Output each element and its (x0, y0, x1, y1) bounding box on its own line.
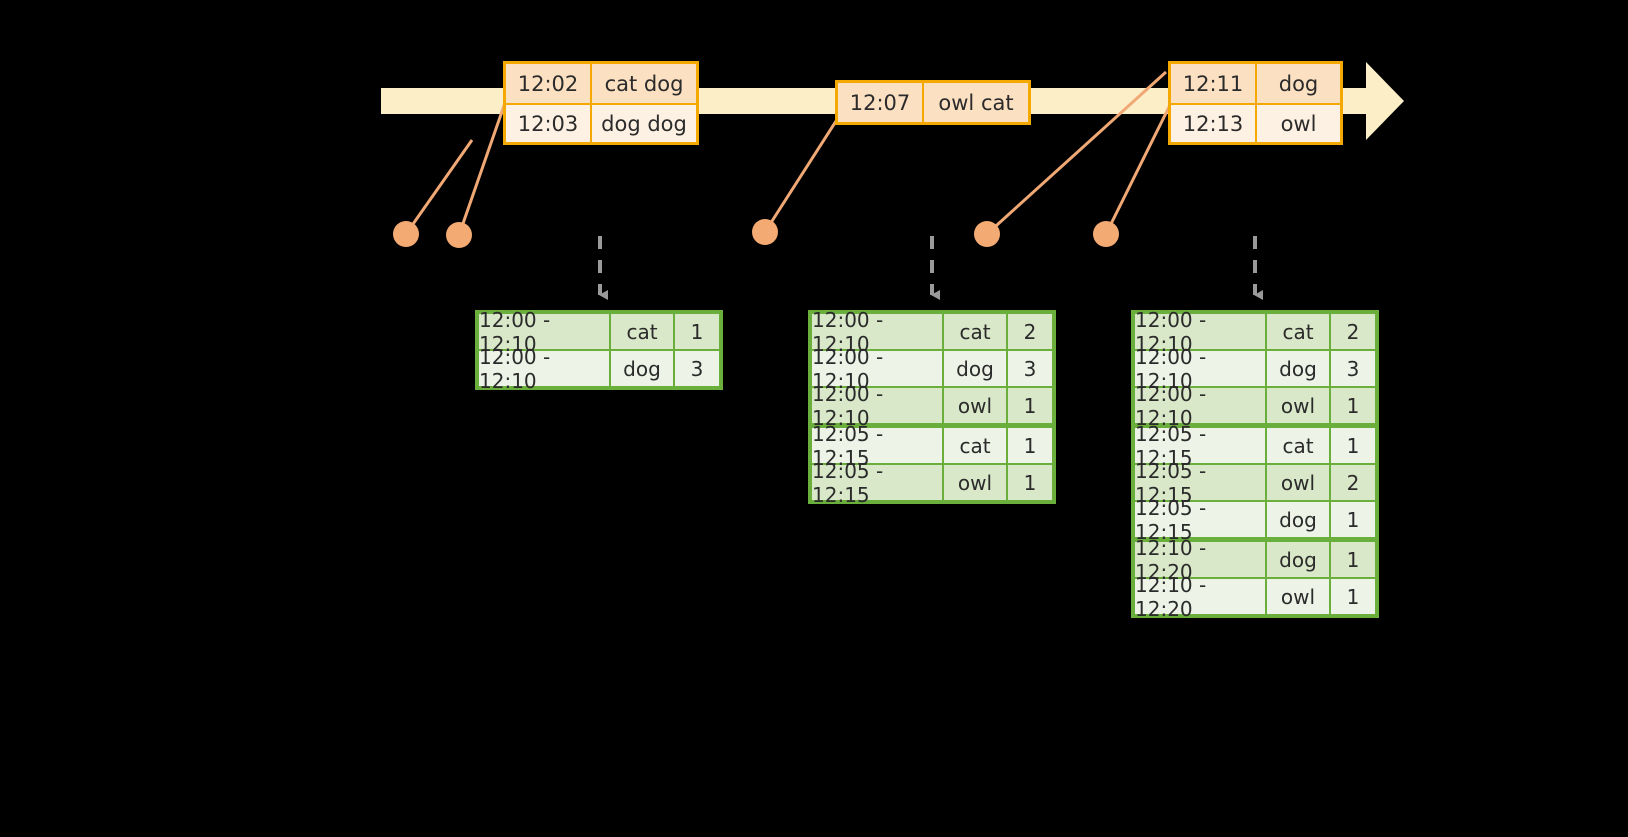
event-words: owl cat (924, 83, 1028, 122)
table-cell-window: 12:00 - 12:10 (1135, 382, 1265, 430)
table-cell-key: dog (1267, 542, 1329, 577)
table-cell-count: 1 (675, 314, 719, 349)
connector-line (763, 117, 840, 233)
connector-line (457, 99, 508, 236)
table-cell-count: 3 (1331, 351, 1375, 386)
table-cell-window: 12:05 - 12:15 (812, 459, 942, 507)
event-dot-4[interactable] (974, 221, 1000, 247)
table-cell-count: 1 (1331, 579, 1375, 614)
table-cell-key: owl (944, 388, 1006, 423)
table-cell-key: cat (944, 428, 1006, 463)
table-cell-count: 1 (1331, 428, 1375, 463)
connector-lines (404, 70, 1172, 236)
connector-line (985, 70, 1168, 236)
table-cell-count: 1 (1331, 542, 1375, 577)
table-cell-count: 2 (1008, 314, 1052, 349)
table-cell-window: 12:00 - 12:10 (479, 308, 609, 356)
table-cell-count: 1 (1008, 428, 1052, 463)
table-cell-count: 2 (1331, 314, 1375, 349)
event-time: 12:11 (1171, 64, 1257, 103)
table-cell-key: dog (1267, 351, 1329, 386)
table-cell-key: cat (611, 314, 673, 349)
event-words: dog (1257, 64, 1340, 103)
table-cell-count: 1 (1331, 388, 1375, 423)
table-cell-window: 12:05 - 12:15 (812, 422, 942, 470)
table-cell-key: cat (944, 314, 1006, 349)
table-cell-window: 12:10 - 12:20 (1135, 573, 1265, 621)
event-dot-2[interactable] (446, 222, 472, 248)
table-cell-key: dog (1267, 502, 1329, 537)
table-cell-key: owl (1267, 388, 1329, 423)
event-time: 12:02 (506, 64, 592, 103)
table-cell-count: 1 (1008, 465, 1052, 500)
table-cell-count: 3 (675, 351, 719, 386)
table-cell-count: 1 (1331, 502, 1375, 537)
event-dots (393, 219, 1119, 248)
down-arrows (598, 236, 1263, 300)
connector-line (1104, 104, 1172, 235)
event-words: cat dog (592, 64, 696, 103)
table-cell-window: 12:00 - 12:10 (479, 345, 609, 393)
event-time: 12:13 (1171, 105, 1257, 142)
event-dot-1[interactable] (393, 221, 419, 247)
event-words: owl (1257, 105, 1340, 142)
table-cell-window: 12:00 - 12:10 (1135, 345, 1265, 393)
event-time: 12:03 (506, 105, 592, 142)
table-cell-count: 1 (1008, 388, 1052, 423)
event-time: 12:07 (838, 83, 924, 122)
table-cell-key: owl (944, 465, 1006, 500)
table-cell-count: 3 (1008, 351, 1052, 386)
table-cell-window: 12:00 - 12:10 (812, 382, 942, 430)
event-dot-5[interactable] (1093, 221, 1119, 247)
table-cell-key: cat (1267, 428, 1329, 463)
table-cell-key: owl (1267, 579, 1329, 614)
table-cell-key: dog (611, 351, 673, 386)
connector-line (404, 139, 474, 235)
table-cell-window: 12:00 - 12:10 (1135, 308, 1265, 356)
table-cell-window: 12:05 - 12:15 (1135, 496, 1265, 544)
table-cell-key: dog (944, 351, 1006, 386)
table-cell-key: cat (1267, 314, 1329, 349)
event-dot-3[interactable] (752, 219, 778, 245)
table-cell-count: 2 (1331, 465, 1375, 500)
table-cell-window: 12:10 - 12:20 (1135, 536, 1265, 584)
event-words: dog dog (592, 105, 696, 142)
table-cell-window: 12:05 - 12:15 (1135, 459, 1265, 507)
table-cell-key: owl (1267, 465, 1329, 500)
